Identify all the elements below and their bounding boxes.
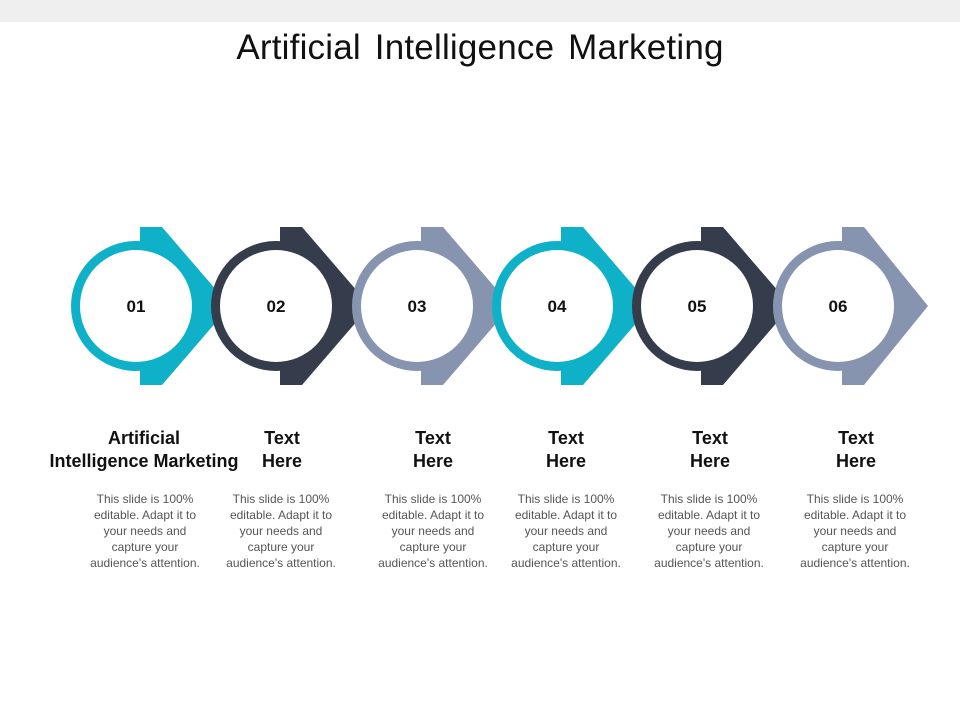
step-4-inner — [501, 250, 613, 362]
step-1-shape: 01 — [71, 227, 230, 385]
step-1-inner — [80, 250, 192, 362]
slide-title: Artificial Intelligence Marketing — [236, 28, 724, 67]
step-6-heading: Text Here — [835, 428, 877, 471]
step-5-number: 05 — [688, 297, 707, 316]
top-band — [0, 0, 960, 22]
step-3-shape: 03 — [352, 227, 511, 385]
step-2-inner — [220, 250, 332, 362]
step-6-number: 06 — [829, 297, 848, 316]
step-4-number: 04 — [548, 297, 567, 316]
step-2-shape: 02 — [211, 227, 370, 385]
process-flow: 01 02 03 04 05 06 — [71, 227, 928, 385]
step-5-shape: 05 — [632, 227, 791, 385]
step-6-shape: 06 — [773, 227, 928, 385]
step-3-description: This slide is 100% editable. Adapt it to… — [378, 492, 488, 570]
step-2-number: 02 — [267, 297, 286, 316]
step-1-heading: Artificial Intelligence Marketing — [49, 428, 239, 471]
step-4-heading: Text Here — [545, 428, 587, 471]
step-3-heading: Text Here — [412, 428, 454, 471]
step-2-heading: Text Here — [261, 428, 303, 471]
step-3-number: 03 — [408, 297, 427, 316]
step-6-description: This slide is 100% editable. Adapt it to… — [800, 492, 910, 570]
step-3-inner — [361, 250, 473, 362]
step-2-description: This slide is 100% editable. Adapt it to… — [226, 492, 336, 570]
step-4-description: This slide is 100% editable. Adapt it to… — [511, 492, 621, 570]
step-5-inner — [641, 250, 753, 362]
step-1-description: This slide is 100% editable. Adapt it to… — [90, 492, 200, 570]
step-6-inner — [782, 250, 894, 362]
step-4-shape: 04 — [492, 227, 651, 385]
step-1-number: 01 — [127, 297, 146, 316]
step-5-description: This slide is 100% editable. Adapt it to… — [654, 492, 764, 570]
step-5-heading: Text Here — [689, 428, 731, 471]
